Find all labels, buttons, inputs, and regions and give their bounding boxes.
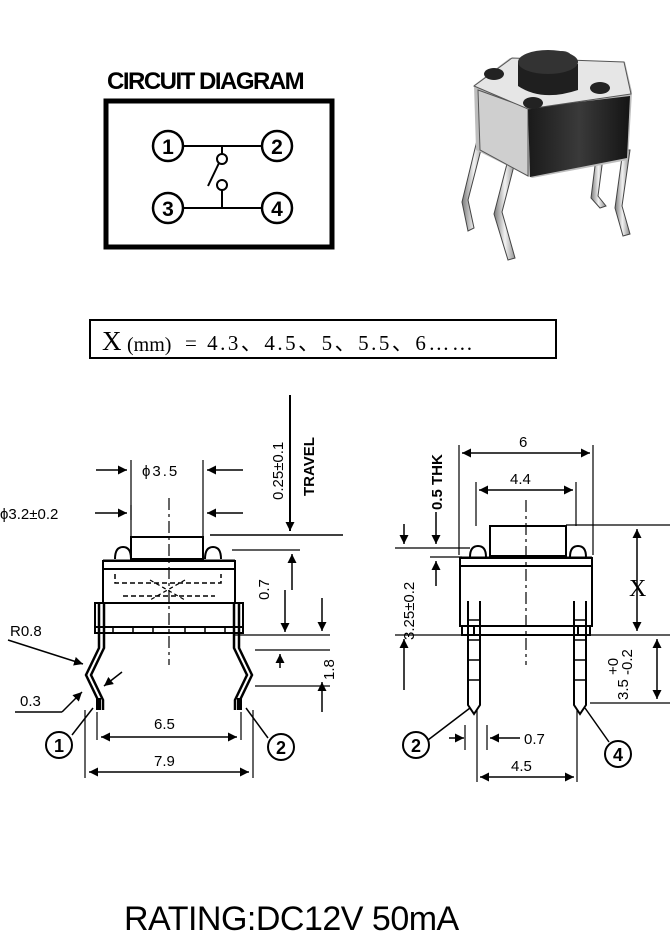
height-3-25-label: 3.25±0.2: [401, 582, 418, 640]
left-lead-tip: [96, 698, 101, 710]
side-pin-label-1: 1: [54, 736, 64, 756]
circuit-frame: [103, 98, 335, 250]
width-6-label: 6: [519, 434, 527, 451]
inner-width-label: 6.5: [154, 716, 175, 733]
x-note-frame: [89, 319, 557, 359]
thk-label: 0.5 THK: [429, 454, 446, 510]
pin-label-2: 2: [271, 136, 283, 159]
pin-marker-3: 3: [151, 191, 185, 225]
switch-product-image: [461, 50, 632, 261]
body-diameter-label: ϕ3.2±0.2: [0, 506, 58, 523]
travel-value-label: 0.25±0.1: [270, 442, 287, 500]
switch-symbol: [184, 145, 262, 209]
front-pin-label-4: 4: [613, 745, 623, 765]
rating-text: RATING:DC12V 50mA: [124, 900, 460, 935]
height-0-7-label: 0.7: [256, 579, 273, 600]
pin-label-3: 3: [162, 198, 174, 221]
front-pin-marker-2: 2: [402, 731, 430, 759]
lead-tol-upper-label: +0: [605, 658, 622, 675]
right-lead-tip: [237, 698, 242, 710]
side-pin-marker-1: 1: [45, 731, 73, 759]
pin-label-1: 1: [162, 136, 174, 159]
lead-thickness-label: 0.3: [20, 693, 41, 710]
lead-length-label: 3.5: [615, 679, 632, 700]
pin-marker-1: 1: [151, 129, 185, 163]
radius-label: R0.8: [10, 623, 42, 640]
circuit-title: CIRCUIT DIAGRAM: [107, 68, 304, 95]
front-view-drawing: [395, 445, 670, 782]
lead-tol-lower-label: -0.2: [619, 649, 636, 675]
lead-width-label: 0.7: [524, 731, 545, 748]
side-view-drawing: [7, 395, 343, 778]
pitch-label: 4.5: [511, 758, 532, 775]
x-values-note: X (mm) = 4.3、4.5、5、5.5、6……: [89, 319, 557, 359]
width-4-4-label: 4.4: [510, 471, 531, 488]
side-pin-label-2: 2: [276, 738, 286, 758]
cap-diameter-label: ϕ3.5: [142, 463, 179, 480]
circuit-diagram: CIRCUIT DIAGRAM 1 2 3 4: [103, 68, 335, 250]
outer-width-label: 7.9: [154, 753, 175, 770]
pin-marker-2: 2: [260, 129, 294, 163]
x-dimension-label: X: [629, 576, 646, 602]
front-pin-marker-4: 4: [604, 740, 632, 768]
pin-label-4: 4: [271, 198, 283, 221]
height-1-8-label: 1.8: [321, 659, 338, 680]
x-unit: (mm): [127, 334, 171, 356]
travel-label: TRAVEL: [301, 437, 318, 496]
side-pin-marker-2: 2: [267, 733, 295, 761]
pin-marker-4: 4: [260, 191, 294, 225]
x-symbol: X: [102, 326, 122, 356]
front-pin-label-2: 2: [411, 736, 421, 756]
x-values: = 4.3、4.5、5、5.5、6……: [185, 331, 475, 355]
